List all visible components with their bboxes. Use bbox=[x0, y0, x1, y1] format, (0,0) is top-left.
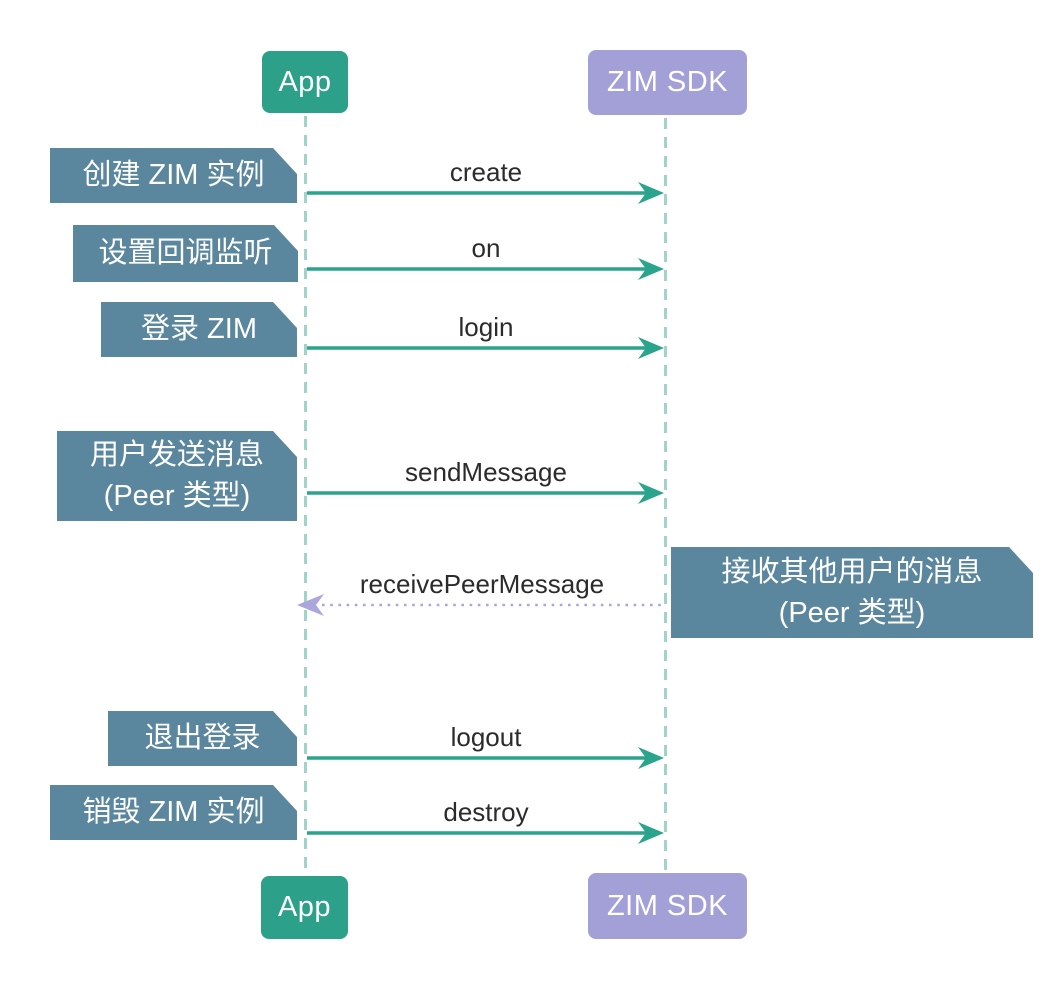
message-label-receive-peer-message: receivePeerMessage bbox=[359, 569, 605, 599]
note-receive-peer-message-text: 接收其他用户的消息 (Peer 类型) bbox=[721, 552, 982, 633]
note-send-message-text: 用户发送消息 (Peer 类型) bbox=[90, 435, 264, 516]
arrow-logout-head bbox=[638, 747, 664, 769]
message-label-login: login bbox=[458, 312, 514, 342]
message-label-destroy: destroy bbox=[443, 797, 529, 827]
arrow-send-message-head bbox=[638, 482, 664, 504]
message-label-create: create bbox=[449, 157, 523, 187]
message-label-logout: logout bbox=[450, 722, 522, 752]
note-send-message-line2: (Peer 类型) bbox=[103, 480, 251, 512]
arrow-destroy-head bbox=[638, 822, 664, 844]
note-on: 设置回调监听 bbox=[73, 225, 298, 282]
actor-zim-sdk-top: ZIM SDK bbox=[588, 50, 747, 115]
arrow-receive-peer-message-head bbox=[297, 594, 324, 616]
note-receive-peer-message-line1: 接收其他用户的消息 bbox=[721, 555, 983, 588]
note-login: 登录 ZIM bbox=[101, 302, 297, 357]
note-create: 创建 ZIM 实例 bbox=[50, 148, 297, 203]
note-send-message-line1: 用户发送消息 bbox=[89, 439, 264, 472]
actor-zim-sdk-bottom: ZIM SDK bbox=[588, 873, 747, 939]
note-receive-peer-message: 接收其他用户的消息 (Peer 类型) bbox=[671, 547, 1033, 638]
arrow-create-head bbox=[638, 182, 664, 204]
actor-app-bottom: App bbox=[261, 876, 348, 939]
actor-app-top: App bbox=[262, 51, 348, 113]
note-receive-peer-message-line2: (Peer 类型) bbox=[778, 596, 926, 629]
message-label-on: on bbox=[471, 233, 501, 263]
message-label-send-message: sendMessage bbox=[405, 457, 567, 487]
arrow-login-head bbox=[638, 337, 664, 359]
note-destroy: 销毁 ZIM 实例 bbox=[50, 785, 297, 840]
note-send-message: 用户发送消息 (Peer 类型) bbox=[57, 431, 297, 521]
arrow-on-head bbox=[638, 258, 664, 280]
note-logout: 退出登录 bbox=[108, 711, 297, 766]
